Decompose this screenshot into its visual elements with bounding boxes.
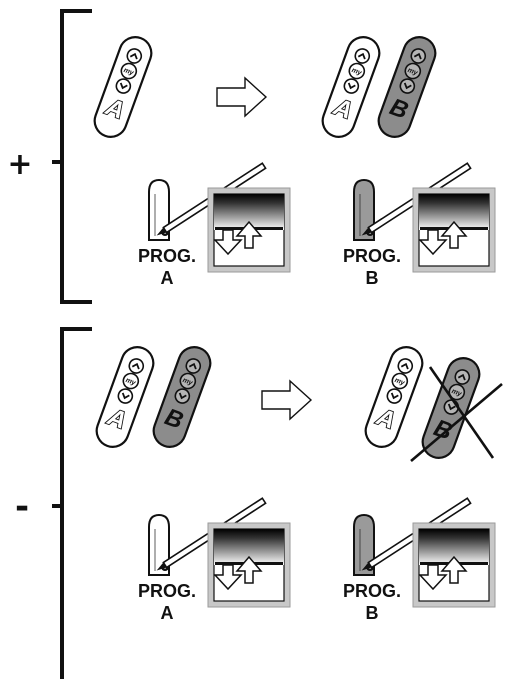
prog-label: PROG. (343, 246, 401, 266)
remote-b: myB (421, 357, 481, 459)
prog-letter: A (161, 603, 174, 623)
remote-a: myA (321, 36, 381, 138)
prog-step-b: PROG.B (343, 162, 496, 288)
remote-a: myA (93, 36, 153, 138)
my-button-icon: my (348, 62, 366, 80)
bracket-minus (52, 327, 92, 679)
prog-label: PROG. (138, 246, 196, 266)
down-button-icon (386, 388, 403, 404)
remote-a: myA (364, 346, 424, 448)
up-button-icon (454, 369, 471, 385)
my-button-label: my (351, 67, 364, 77)
up-button-icon (397, 358, 414, 374)
my-button-label: my (123, 67, 136, 77)
remove-cross-icon (410, 366, 503, 462)
up-button-icon (354, 48, 371, 64)
prog-letter: B (366, 268, 379, 288)
transition-arrow-icon (261, 379, 313, 421)
remote-a: myA (95, 346, 155, 448)
my-button-label: my (394, 377, 407, 387)
my-button-label: my (125, 377, 138, 387)
motor-head-icon (148, 513, 170, 576)
my-button-label: my (182, 377, 195, 387)
my-button-icon: my (120, 62, 138, 80)
prog-step-a: PROG.A (138, 162, 291, 288)
up-button-icon (128, 358, 145, 374)
up-button-icon (410, 48, 427, 64)
my-button-label: my (407, 67, 420, 77)
up-button-icon (185, 358, 202, 374)
down-button-icon (343, 78, 360, 94)
my-button-icon: my (391, 372, 409, 390)
my-button-label: my (451, 388, 464, 398)
down-button-icon (117, 388, 134, 404)
my-button-icon: my (122, 372, 140, 390)
remote-b: myB (377, 36, 437, 138)
my-button-icon: my (179, 372, 197, 390)
prog-label: PROG. (343, 581, 401, 601)
transition-arrow-icon (216, 76, 268, 118)
remote-b: myB (152, 346, 212, 448)
prog-letter: B (366, 603, 379, 623)
my-button-icon: my (448, 383, 466, 401)
bracket-plus (52, 9, 92, 304)
down-button-icon (115, 78, 132, 94)
plus-sign: + (7, 147, 32, 182)
prog-label: PROG. (138, 581, 196, 601)
minus-sign: - (15, 487, 29, 527)
my-button-icon: my (404, 62, 422, 80)
prog-step-b: PROG.B (343, 497, 496, 623)
prog-step-a: PROG.A (138, 497, 291, 623)
up-button-icon (126, 48, 143, 64)
prog-letter: A (161, 268, 174, 288)
down-button-icon (174, 388, 191, 404)
down-button-icon (399, 78, 416, 94)
